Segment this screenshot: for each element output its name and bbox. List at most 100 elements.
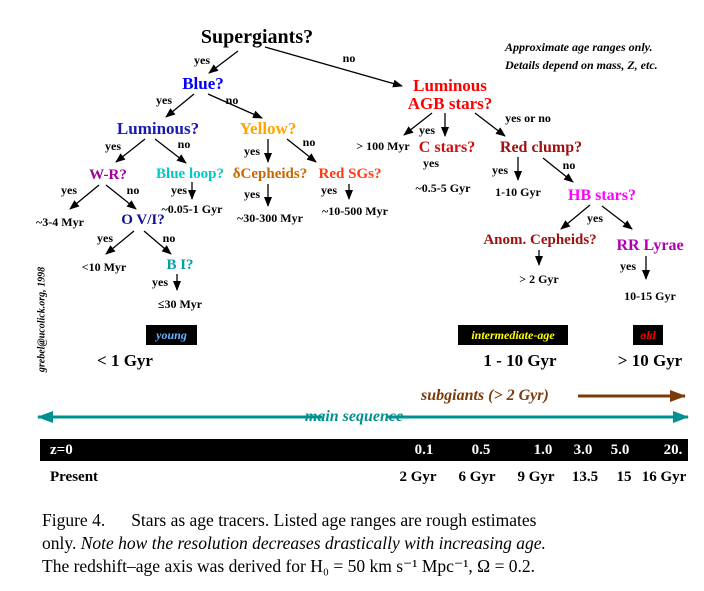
age-agb: > 100 Myr bbox=[356, 139, 410, 153]
arrow bbox=[69, 184, 100, 210]
age-wr: ~3-4 Myr bbox=[36, 215, 84, 229]
main-sequence-label: main sequence bbox=[304, 408, 404, 425]
caption-emphasis: Note how the resolution decreases drasti… bbox=[80, 533, 546, 553]
arrow bbox=[403, 112, 433, 136]
age-axis-label: 9 Gyr bbox=[517, 469, 555, 485]
age-axis-label: 6 Gyr bbox=[458, 469, 496, 485]
population-young-badge: young bbox=[146, 325, 197, 345]
age-c-stars: ~0.5-5 Gyr bbox=[415, 181, 471, 195]
age-bi: ≤30 Myr bbox=[157, 297, 203, 311]
arrow bbox=[143, 230, 172, 255]
node-rr-lyrae: RR Lyrae bbox=[616, 237, 684, 254]
arrow bbox=[560, 204, 591, 230]
edge-yes: yes bbox=[171, 183, 187, 197]
edge-yes: yes bbox=[620, 259, 636, 273]
node-c-stars: C stars? bbox=[418, 139, 476, 156]
node-red-clump: Red clump? bbox=[499, 139, 583, 156]
edge-no: no bbox=[562, 158, 576, 172]
edge-no: no bbox=[177, 137, 191, 151]
node-luminous: Luminous? bbox=[116, 119, 200, 138]
edge-yes: yes bbox=[419, 123, 435, 137]
redshift-label: 3.0 bbox=[573, 442, 593, 458]
age-red-clump: 1-10 Gyr bbox=[495, 185, 541, 199]
edge-yes: yes bbox=[156, 93, 172, 107]
arrow bbox=[474, 112, 506, 137]
age-rr-lyrae: 10-15 Gyr bbox=[624, 289, 676, 303]
redshift-label: 0.5 bbox=[471, 442, 491, 458]
edge-yes: yes bbox=[587, 211, 603, 225]
caption-line1: Figure 4. Stars as age tracers. Listed ag… bbox=[42, 510, 537, 530]
age-axis-label: 16 Gyr bbox=[641, 469, 687, 485]
arrow bbox=[542, 157, 574, 183]
node-wr: W-R? bbox=[89, 167, 127, 183]
edge-yes: yes bbox=[152, 275, 168, 289]
node-agb-line2: AGB stars? bbox=[407, 94, 493, 113]
redshift-label: 20. bbox=[663, 442, 683, 458]
edge-no: no bbox=[342, 51, 356, 65]
edge-yes: yes bbox=[97, 231, 113, 245]
age-cepheids: ~30-300 Myr bbox=[237, 211, 303, 225]
arrow bbox=[286, 138, 317, 163]
node-cepheids: δCepheids? bbox=[232, 166, 308, 182]
population-intermediate-badge: intermediate-age bbox=[458, 325, 568, 345]
edge-yes: yes bbox=[194, 53, 210, 67]
age-axis-label: Present bbox=[50, 469, 99, 485]
age-blue-loop: ~0.05-1 Gyr bbox=[161, 202, 223, 216]
arrow bbox=[264, 46, 403, 88]
redshift-label: 0.1 bbox=[414, 442, 434, 458]
node-blue-loop: Blue loop? bbox=[156, 166, 224, 182]
population-intermediate-range: 1 - 10 Gyr bbox=[483, 351, 557, 370]
age-axis-label: 13.5 bbox=[571, 469, 599, 485]
population-old-badge: old bbox=[633, 325, 663, 345]
edge-no: no bbox=[126, 183, 140, 197]
node-hb: HB stars? bbox=[568, 187, 636, 204]
age-red-sgs: ~10-500 Myr bbox=[322, 204, 388, 218]
arrow bbox=[115, 138, 146, 163]
edge-yes: yes bbox=[244, 144, 260, 158]
edge-no: no bbox=[162, 231, 176, 245]
edge-yes: yes bbox=[244, 187, 260, 201]
age-anom-cepheids: > 2 Gyr bbox=[519, 272, 559, 286]
caption-text: only. bbox=[42, 533, 81, 553]
arrow bbox=[207, 93, 263, 119]
population-young-range: < 1 Gyr bbox=[97, 351, 153, 370]
edge-yes: yes bbox=[105, 139, 121, 153]
arrow bbox=[105, 230, 135, 255]
subgiants-label: subgiants (> 2 Gyr) bbox=[421, 387, 549, 404]
edge-no: no bbox=[302, 135, 316, 149]
note-line1: Approximate age ranges only. bbox=[505, 40, 653, 54]
edge-yes: yes bbox=[61, 183, 77, 197]
redshift-label: z=0 bbox=[50, 442, 73, 458]
arrow bbox=[105, 184, 137, 210]
edge-yes: yes bbox=[492, 163, 508, 177]
edge-yes-or-no: yes or no bbox=[505, 111, 551, 125]
node-anom-cepheids: Anom. Cepheids? bbox=[483, 232, 597, 248]
node-supergiants: Supergiants? bbox=[200, 26, 314, 48]
node-blue: Blue? bbox=[182, 74, 224, 93]
arrow bbox=[154, 138, 187, 164]
age-axis-label: 15 bbox=[616, 469, 632, 485]
caption-line3: The redshift–age axis was derived for H₀… bbox=[42, 556, 536, 576]
redshift-label: 1.0 bbox=[533, 442, 553, 458]
node-agb-line1: Luminous bbox=[413, 76, 487, 95]
redshift-bar bbox=[40, 439, 688, 461]
age-ovi: <10 Myr bbox=[81, 260, 127, 274]
age-axis-label: 2 Gyr bbox=[399, 469, 437, 485]
edge-yes: yes bbox=[423, 156, 439, 170]
node-red-sgs: Red SGs? bbox=[318, 166, 382, 182]
node-bi: B I? bbox=[166, 257, 194, 273]
edge-no: no bbox=[225, 93, 239, 107]
arrow bbox=[165, 93, 195, 118]
edge-yes: yes bbox=[321, 183, 337, 197]
caption-text: Stars as age tracers. Listed age ranges … bbox=[131, 510, 537, 530]
credit-text: grebel@ucolick.org, 1998 bbox=[36, 266, 48, 373]
note-line2: Details depend on mass, Z, etc. bbox=[505, 58, 658, 72]
arrow bbox=[208, 50, 239, 74]
caption-label: Figure 4. bbox=[42, 510, 106, 530]
node-yellow: Yellow? bbox=[239, 119, 297, 138]
redshift-label: 5.0 bbox=[610, 442, 630, 458]
node-ovi: O V/I? bbox=[121, 212, 165, 228]
caption-line2: only. Note how the resolution decreases … bbox=[42, 533, 546, 553]
